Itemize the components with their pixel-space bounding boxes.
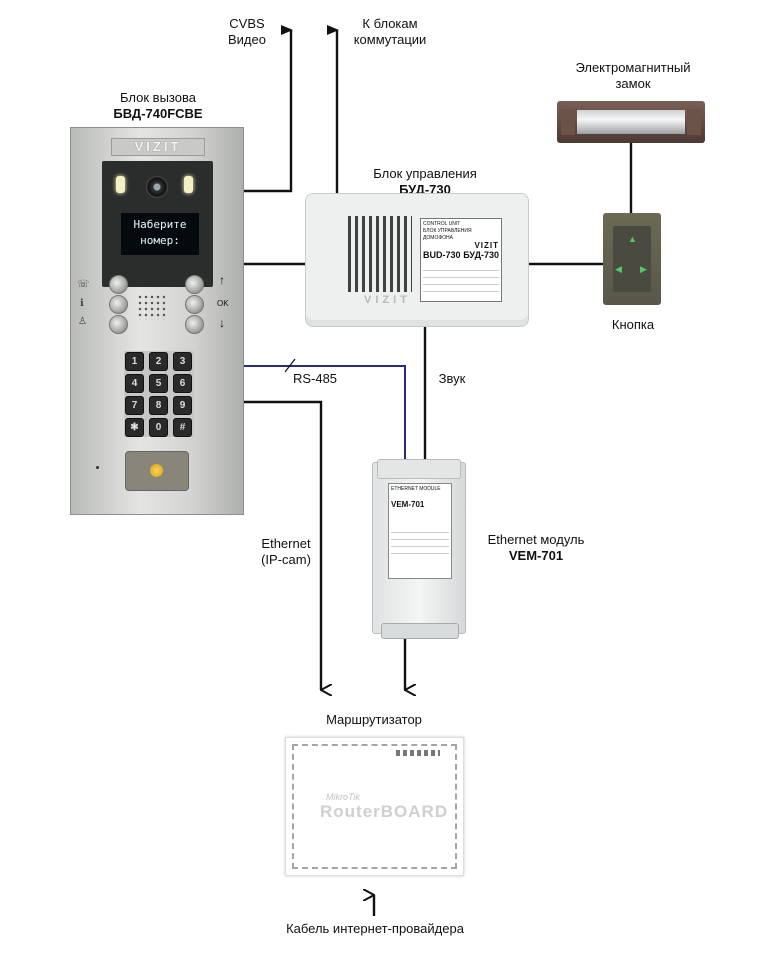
phone-icon: ☏ xyxy=(77,279,90,290)
camera-lens-icon xyxy=(146,176,168,198)
key-6[interactable]: 6 xyxy=(173,374,192,393)
info-icon: ℹ xyxy=(80,298,84,309)
electromagnetic-lock-device xyxy=(557,101,705,143)
arrow-up-icon: ▲ xyxy=(628,234,637,244)
label-router: Маршрутизатор xyxy=(326,712,422,727)
vem-top-cap xyxy=(377,459,461,479)
wire-ethernet xyxy=(242,400,321,690)
key-1[interactable]: 1 xyxy=(125,352,144,371)
control-unit-sticker: CONTROL UNIT БЛОК УПРАВЛЕНИЯ ДОМОФОНА VI… xyxy=(420,218,502,302)
panel-button-ok[interactable] xyxy=(185,295,204,314)
vent-slots xyxy=(348,216,412,292)
key-0[interactable]: 0 xyxy=(149,418,168,437)
panel-button-1[interactable] xyxy=(109,275,128,294)
panel-display: Наберите номер: xyxy=(121,213,199,255)
ok-label: OK xyxy=(217,299,229,308)
label-isp-cable: Кабель интернет-провайдера xyxy=(286,921,464,936)
reader-led-icon xyxy=(150,464,163,477)
key-4[interactable]: 4 xyxy=(125,374,144,393)
speaker-grille xyxy=(137,294,165,320)
lock-mount-left xyxy=(561,109,575,135)
key-9[interactable]: 9 xyxy=(173,396,192,415)
concierge-icon: ♙ xyxy=(78,316,87,327)
router-device: MikroTik RouterBOARD xyxy=(285,737,464,876)
ir-led-right xyxy=(184,176,193,193)
panel-brand-logo: VIZIT xyxy=(111,138,205,156)
key-8[interactable]: 8 xyxy=(149,396,168,415)
key-reader xyxy=(125,451,189,491)
vem-bottom-cap xyxy=(381,623,459,639)
key-7[interactable]: 7 xyxy=(125,396,144,415)
label-ethernet: Ethernet(IP-cam) xyxy=(261,536,311,567)
camera-module: Наберите номер: xyxy=(102,161,213,287)
ir-led-left xyxy=(116,176,125,193)
keypad: 1 2 3 4 5 6 7 8 9 ✱ 0 # xyxy=(124,351,194,437)
router-brand-mikrotik: MikroTik xyxy=(326,792,360,802)
call-panel-device: VIZIT Наберите номер: ☏ ℹ ♙ ↑ OK ↓ 1 2 3… xyxy=(70,127,244,515)
label-sound: Звук xyxy=(438,371,466,386)
label-button: Кнопка xyxy=(611,317,655,332)
panel-button-down[interactable] xyxy=(185,315,204,334)
wire-rs485 xyxy=(242,365,406,462)
control-unit-device: CONTROL UNIT БЛОК УПРАВЛЕНИЯ ДОМОФОНА VI… xyxy=(305,193,529,327)
key-2[interactable]: 2 xyxy=(149,352,168,371)
down-arrow-icon: ↓ xyxy=(219,316,225,330)
exit-button-face: ▲ ◀ ▶ xyxy=(613,226,651,292)
label-rs485: RS-485 xyxy=(292,371,338,386)
key-3[interactable]: 3 xyxy=(173,352,192,371)
rs485-slash xyxy=(284,358,296,373)
label-video: Видео xyxy=(228,32,266,47)
arrow-left-icon: ◀ xyxy=(615,264,622,274)
wire-cvbs xyxy=(242,25,293,193)
panel-button-2[interactable] xyxy=(109,295,128,314)
router-ports xyxy=(396,750,440,756)
router-brand-routerboard: RouterBOARD xyxy=(320,802,449,821)
panel-button-3[interactable] xyxy=(109,315,128,334)
router-outline xyxy=(292,744,457,869)
key-star[interactable]: ✱ xyxy=(125,418,144,437)
control-unit-logo: VIZIT xyxy=(364,294,411,306)
key-5[interactable]: 5 xyxy=(149,374,168,393)
arrow-right-icon: ▶ xyxy=(640,264,647,274)
microphone-hole xyxy=(96,466,99,469)
vem-sticker: ETHERNET MODULE VEM-701 xyxy=(388,483,452,579)
up-arrow-icon: ↑ xyxy=(219,273,225,287)
key-hash[interactable]: # xyxy=(173,418,192,437)
lock-face xyxy=(577,110,685,134)
lock-mount-right xyxy=(687,109,701,135)
panel-button-up[interactable] xyxy=(185,275,204,294)
ethernet-module-device: ETHERNET MODULE VEM-701 xyxy=(372,459,466,639)
exit-button-device[interactable]: ▲ ◀ ▶ xyxy=(603,213,661,305)
